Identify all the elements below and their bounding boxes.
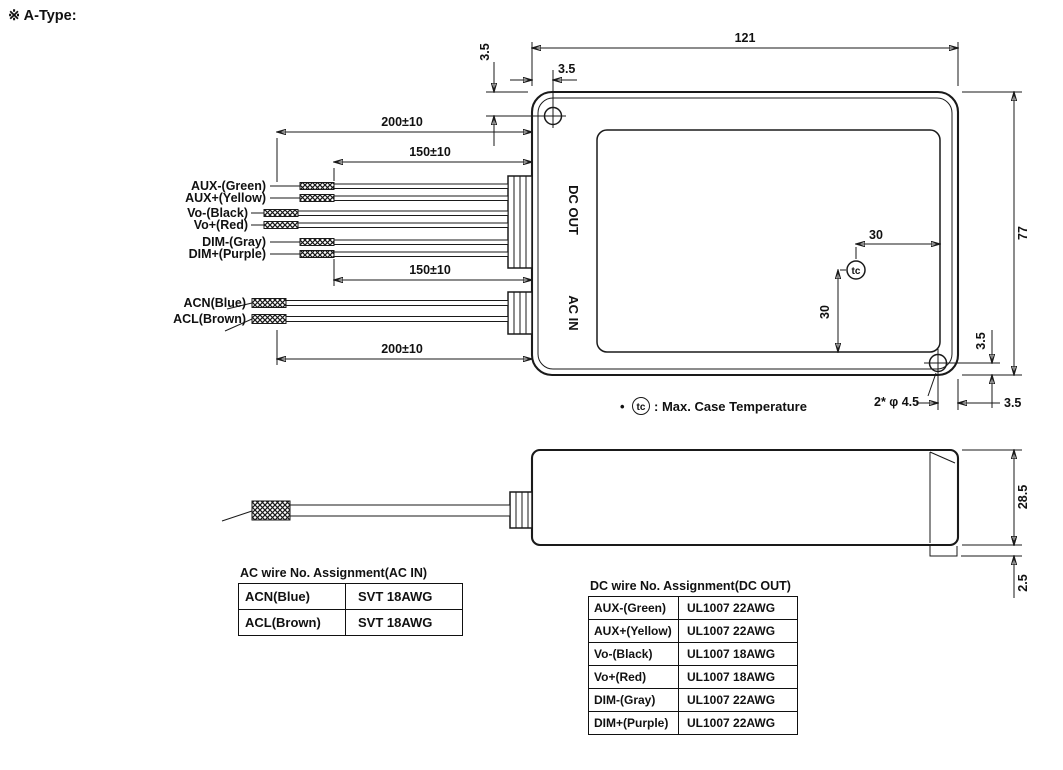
mounting-bracket [929, 545, 958, 557]
wire-spec-cell: UL1007 22AWG [678, 711, 798, 735]
tc-note: • tc : Max. Case Temperature [620, 397, 807, 415]
wire-name-cell: AUX+(Yellow) [588, 619, 679, 643]
table-row: DIM+(Purple) UL1007 22AWG [588, 711, 798, 735]
tc-point: tc [846, 260, 866, 280]
dim-hole-bottom-x: 3.5 [916, 379, 1021, 410]
wire-spec-cell: UL1007 22AWG [678, 596, 798, 620]
dim-dc-jacket-length: 150±10 [334, 145, 532, 181]
tc-circle-icon [846, 260, 866, 280]
dim-label-150-top: 150±10 [409, 145, 451, 159]
table-row: DIM-(Gray) UL1007 22AWG [588, 688, 798, 712]
side-case-outline [530, 448, 960, 557]
wire-label-vo-neg: Vo-(Black) [187, 206, 248, 220]
ac-wire-bundle [224, 298, 509, 332]
mounting-holes [486, 70, 1000, 410]
tc-symbol-text: tc [852, 266, 861, 277]
ac-connector-bushing [507, 291, 533, 335]
tc-note-symbol: tc [637, 402, 646, 413]
dc-wire-labels: AUX-(Green) AUX+(Yellow) Vo-(Black) Vo+(… [185, 179, 266, 261]
wire-spec-cell: SVT 18AWG [345, 609, 463, 636]
drawing-title: ※ A-Type: [8, 8, 77, 24]
side-wire [221, 500, 511, 522]
dim-case-depth: 28.5 [962, 450, 1030, 545]
dim-label-30-y: 30 [818, 305, 832, 319]
dim-dc-jacket-length-2: 150±10 [334, 259, 532, 286]
dim-label-30-x: 30 [869, 228, 883, 242]
dim-label-200-ac: 200±10 [381, 342, 423, 356]
wire-label-acl: ACL(Brown) [173, 312, 246, 326]
wire-spec-cell: UL1007 22AWG [678, 688, 798, 712]
dim-label-200-dc: 200±10 [381, 115, 423, 129]
wire-name-cell: Vo+(Red) [588, 665, 679, 689]
dim-ac-wire-length: 200±10 [277, 330, 532, 365]
table-row: Vo-(Black) UL1007 18AWG [588, 642, 798, 666]
wire-spec-cell: UL1007 22AWG [678, 619, 798, 643]
dim-hole-bottom-y: 3.5 [974, 330, 992, 408]
dim-label-121: 121 [735, 31, 756, 45]
ac-wire-assignment: AC wire No. Assignment(AC IN) ACN(Blue) … [238, 566, 463, 636]
dim-case-width: 121 [532, 31, 958, 86]
dim-hole-top-y: 3.5 [478, 43, 528, 146]
wire-name-cell: DIM+(Purple) [588, 711, 679, 735]
wire-name-cell: DIM-(Gray) [588, 688, 679, 712]
ac-wire-table: ACN(Blue) SVT 18AWG ACL(Brown) SVT 18AWG [238, 583, 463, 636]
hole-spec-callout: 2* φ 4.5 [874, 372, 937, 409]
dim-label-3-5-top-y: 3.5 [478, 43, 492, 60]
dim-label-28-5: 28.5 [1016, 485, 1030, 509]
dim-label-150-bottom: 150±10 [409, 263, 451, 277]
wire-spec-cell: UL1007 18AWG [678, 642, 798, 666]
ac-in-label: AC IN [566, 295, 581, 330]
dim-label-3-5-top-x: 3.5 [558, 62, 575, 76]
table-row: ACN(Blue) SVT 18AWG [238, 583, 463, 610]
wire-label-acn: ACN(Blue) [184, 296, 247, 310]
tc-note-circle-icon [632, 397, 650, 415]
table-row: Vo+(Red) UL1007 18AWG [588, 665, 798, 689]
side-connector-bushing [509, 491, 533, 529]
wire-label-aux-pos: AUX+(Yellow) [185, 191, 266, 205]
dim-label-77: 77 [1016, 226, 1030, 240]
wire-name-cell: ACN(Blue) [238, 583, 346, 610]
dim-dc-wire-length: 200±10 [277, 115, 532, 182]
dim-case-height: 77 [962, 92, 1030, 375]
case-outline [530, 90, 960, 377]
wire-spec-cell: UL1007 18AWG [678, 665, 798, 689]
wire-name-cell: AUX-(Green) [588, 596, 679, 620]
wire-spec-cell: SVT 18AWG [345, 583, 463, 610]
dc-wire-assignment: DC wire No. Assignment(DC OUT) AUX-(Gree… [588, 579, 798, 735]
dc-table-title: DC wire No. Assignment(DC OUT) [590, 579, 791, 593]
ac-table-title: AC wire No. Assignment(AC IN) [240, 566, 428, 580]
tc-note-bullet: • [620, 399, 625, 414]
dim-bracket: 2.5 [961, 524, 1030, 598]
dc-wire-table: AUX-(Green) UL1007 22AWG AUX+(Yellow) UL… [588, 596, 798, 735]
table-row: AUX+(Yellow) UL1007 22AWG [588, 619, 798, 643]
tc-note-text: : Max. Case Temperature [654, 399, 807, 414]
table-row: AUX-(Green) UL1007 22AWG [588, 596, 798, 620]
dc-wire-bundle [251, 182, 509, 258]
wire-label-aux-neg: AUX-(Green) [191, 179, 266, 193]
ac-wire-labels: ACN(Blue) ACL(Brown) [173, 296, 246, 326]
dim-tc-x: 30 [856, 228, 940, 259]
wire-label-dim-pos: DIM+(Purple) [189, 247, 266, 261]
dim-tc-y: 30 [818, 270, 846, 352]
wire-name-cell: Vo-(Black) [588, 642, 679, 666]
dim-hole-top-x: 3.5 [510, 62, 577, 80]
dc-out-label: DC OUT [566, 185, 581, 235]
wire-label-dim-neg: DIM-(Gray) [202, 235, 266, 249]
dim-label-3-5-bottom-y: 3.5 [974, 332, 988, 349]
side-view: 28.5 2.5 [221, 448, 1030, 598]
table-row: ACL(Brown) SVT 18AWG [238, 609, 463, 636]
dim-label-2-5: 2.5 [1016, 574, 1030, 591]
wire-label-vo-pos: Vo+(Red) [194, 218, 248, 232]
dc-connector-bushing [507, 175, 533, 269]
hole-spec-label: 2* φ 4.5 [874, 395, 919, 409]
top-view: DC OUT AC IN [173, 31, 1030, 415]
dim-label-3-5-bottom-x: 3.5 [1004, 396, 1021, 410]
wire-name-cell: ACL(Brown) [238, 609, 346, 636]
